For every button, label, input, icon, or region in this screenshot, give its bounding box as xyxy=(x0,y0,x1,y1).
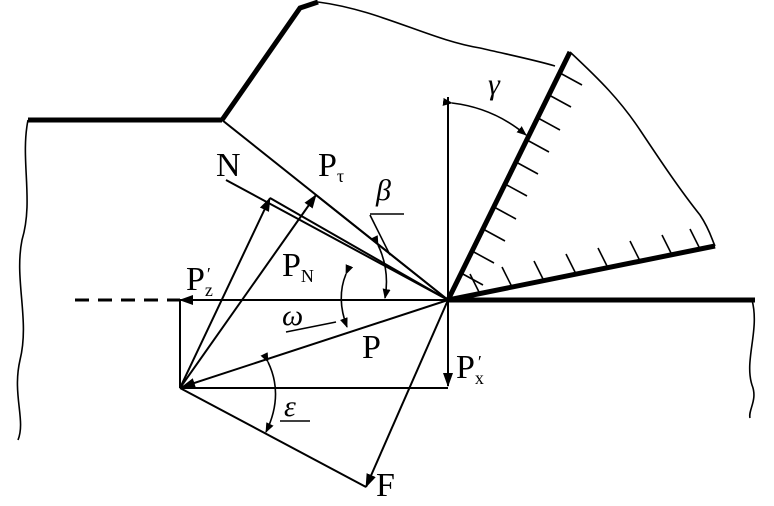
vector-P xyxy=(181,299,449,388)
vector-P-tau-shear xyxy=(315,194,449,301)
chip-break-line xyxy=(317,1,556,67)
epsilon-arc xyxy=(260,352,277,433)
omega-arc xyxy=(340,264,354,328)
label-epsilon: ε xyxy=(284,390,296,423)
label-omega: ω xyxy=(282,299,303,332)
gamma-arc xyxy=(442,97,527,136)
vector-P-tau xyxy=(179,194,317,389)
label-F: F xyxy=(376,467,395,504)
beta-arc xyxy=(370,235,391,299)
tool-rake-face xyxy=(445,50,573,302)
tool-hatching-flank xyxy=(469,228,701,295)
label-P-N: PN xyxy=(282,247,314,286)
tool-hatching-rake xyxy=(460,72,583,286)
omega-leader xyxy=(285,321,337,333)
vector-P-N xyxy=(179,197,271,389)
workpiece-right-edge xyxy=(748,299,756,419)
tool-break-line xyxy=(569,51,716,247)
label-Pz: Pz′ xyxy=(186,261,213,300)
beta-leader xyxy=(369,214,391,256)
label-N: N xyxy=(216,147,241,184)
label-Px: Px′ xyxy=(456,349,484,388)
label-gamma: γ xyxy=(488,68,501,101)
label-P-tau: Pτ xyxy=(318,147,344,186)
vector-N-to-resultant xyxy=(269,197,449,301)
chip-outline xyxy=(219,0,319,122)
workpiece-left-edge xyxy=(16,119,29,441)
vector-F-side xyxy=(179,387,367,488)
vector-F xyxy=(365,299,449,488)
tool-flank-face xyxy=(447,243,716,303)
label-beta: β xyxy=(375,174,391,207)
label-P: P xyxy=(362,329,381,366)
